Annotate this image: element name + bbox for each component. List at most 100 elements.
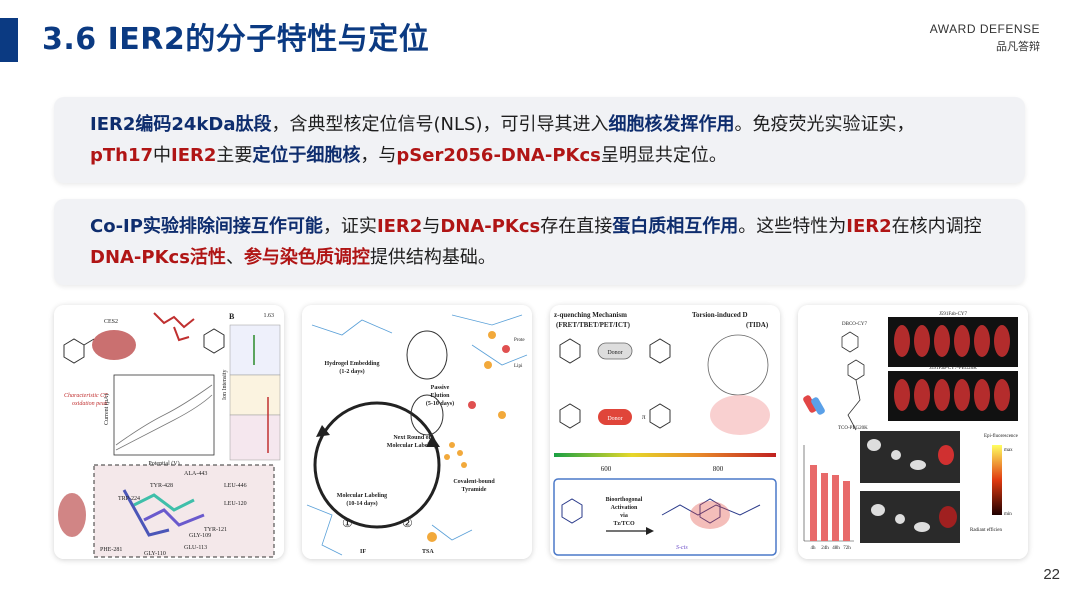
mid-label: TCO-PEG20K (838, 426, 868, 431)
text-card-2-seg: IER2 (376, 216, 423, 237)
bio-label: via (620, 513, 628, 519)
pi-label: π (642, 413, 646, 421)
bio-label: Bioorthogonal (606, 497, 643, 503)
slide-title: 3.6 IER2的分子特性与定位 (42, 22, 430, 57)
electrochem-figure: CES2 B 1.63 Characteristic CT oxidation … (54, 305, 284, 559)
brand-block: AWARD DEFENSE 品凡答辩 (930, 20, 1040, 56)
step-label: Hydrogel Embedding (324, 361, 379, 367)
text-card-2-seg: ，证实 (322, 216, 377, 237)
imaging-figure: DBCO-CY7 TCO-PEG20K J591Fab-CY7 (798, 305, 1028, 559)
residue-label: TYR-428 (150, 483, 173, 489)
marker-label: Lipi (514, 364, 523, 369)
text-card-2-seg: 、 (225, 247, 244, 268)
text-card-2-seg: 。这些特性为 (738, 216, 847, 237)
text-card-2-seg: DNA-PKcs活性 (90, 247, 226, 268)
text-card-1-seg: 定位于细胞核 (252, 145, 361, 166)
text-card-2-seg: 存在直接 (540, 216, 613, 237)
row-label: J591Fab-CY7 (939, 312, 968, 317)
time-tick: 48h (832, 546, 840, 551)
text-card-2-seg: 提供结构基础。 (369, 247, 496, 268)
residue-label: PHE-281 (100, 547, 122, 553)
min-label: min (1004, 512, 1012, 517)
residue-label: GLY-110 (144, 551, 166, 557)
step-label: Elution (430, 393, 450, 399)
residue-label: ALA-443 (184, 471, 207, 477)
text-card-1-seg: 。免疫荧光实验证实， (734, 114, 915, 135)
text-card-2-seg: 与 (422, 216, 441, 237)
panel-b-label: B (229, 312, 235, 321)
step-label: Molecular Labeling (387, 443, 437, 449)
brand-english: AWARD DEFENSE (929, 22, 1040, 36)
text-card-1-seg: IER2编码24kDa肽段 (90, 114, 272, 135)
step-label: (1-2 days) (339, 368, 364, 375)
mechanism-subtitle-right: (TIDA) (746, 321, 769, 329)
step-label: (10-14 days) (346, 500, 377, 507)
peak-label-1: Characteristic CT (64, 393, 108, 399)
text-card-2-seg: DNA-PKcs (440, 216, 541, 237)
peak-label-2: oxidation peak (72, 401, 108, 407)
mechanism-title-right: Torsion-induced D (692, 311, 748, 319)
time-tick: 4h (811, 546, 817, 551)
residue-label: TYR-121 (204, 527, 227, 533)
text-card-2-seg: 在核内调控 (891, 216, 982, 237)
residue-label: GLY-109 (189, 533, 211, 539)
residue-label: GLU-113 (184, 545, 207, 551)
spectrum-tick: 800 (713, 465, 724, 473)
text-card-2-seg: 参与染色质调控 (243, 247, 370, 268)
text-card-2: Co-IP实验排除间接互作可能，证实IER2与DNA-PKcs存在直接蛋白质相互… (54, 199, 1025, 285)
text-card-1-seg: pSer2056-DNA-PKcs (396, 145, 601, 166)
text-card-1-seg: 呈明显共定位。 (600, 145, 727, 166)
step-label: Next Round of (393, 435, 431, 441)
figure-panel-workflow: Hydrogel Embedding (1-2 days) Passive El… (302, 305, 532, 559)
top-label: DBCO-CY7 (842, 322, 868, 327)
marker-label: IF (360, 549, 366, 555)
donor-label: Donor (607, 350, 622, 356)
text-card-2-seg: Co-IP实验排除间接互作可能 (90, 216, 323, 237)
radiant-label: Radiant efficien (970, 528, 1002, 533)
time-tick: 24h (821, 546, 829, 551)
current-axis-label: Current (μA) (103, 394, 110, 425)
figure-panel-electrochem: CES2 B 1.63 Characteristic CT oxidation … (54, 305, 284, 559)
text-card-2-seg: 蛋白质相互作用 (612, 216, 739, 237)
text-card-1-seg: 细胞核发挥作用 (608, 114, 735, 135)
spectrum-tick: 600 (601, 465, 612, 473)
epi-label: Epi-fluorescence (984, 434, 1019, 439)
residue-label: LEU-446 (224, 483, 247, 489)
step-label: Passive (431, 385, 450, 391)
bio-label: Tz/TCO (613, 521, 635, 527)
bio-label: Activation (611, 505, 638, 511)
text-card-1-seg: IER2 (171, 145, 217, 166)
time-tick: 72h (843, 546, 851, 551)
residue-label: LEU-120 (224, 501, 247, 507)
text-card-2-seg: IER2 (846, 216, 892, 237)
step-label: Tyramide (462, 487, 487, 493)
ion-axis-label: Ion Intensity (222, 370, 228, 401)
mechanism-figure: z-quenching Mechanism (FRET/TBET/PET/ICT… (550, 305, 780, 559)
text-card-1: IER2编码24kDa肽段，含典型核定位信号(NLS)，可引导其进入细胞核发挥作… (54, 97, 1025, 183)
ces2-label: CES2 (104, 319, 118, 325)
marker-label: ① (342, 516, 353, 530)
step-label: Molecular Labeling (337, 493, 387, 499)
marker-label: Prote (514, 338, 525, 343)
brand-chinese: 品凡答辩 (996, 40, 1040, 53)
text-card-1-seg: 中 (153, 145, 172, 166)
potential-axis-label: Potential (V) (148, 460, 179, 467)
text-card-1-seg: ，与 (360, 145, 397, 166)
text-card-1-seg: ，含典型核定位信号(NLS)，可引导其进入 (271, 114, 609, 135)
value-label: 1.63 (264, 313, 275, 319)
workflow-figure: Hydrogel Embedding (1-2 days) Passive El… (302, 305, 532, 559)
figure-panel-mechanism: z-quenching Mechanism (FRET/TBET/PET/ICT… (550, 305, 780, 559)
figure-panel-imaging: DBCO-CY7 TCO-PEG20K J591Fab-CY7 (798, 305, 1028, 559)
row-label: J591Fab-CY7-PEG20K (929, 366, 977, 371)
marker-label: TSA (422, 549, 434, 555)
text-card-1-seg: 主要 (216, 145, 253, 166)
scis-label: S-cis (676, 545, 688, 551)
marker-label: ② (402, 516, 413, 530)
max-label: max (1004, 448, 1013, 453)
step-label: Covalent-bound (453, 479, 495, 485)
mechanism-subtitle-left: (FRET/TBET/PET/ICT) (556, 321, 631, 329)
donor-label: Donor (607, 416, 622, 422)
text-card-1-seg: pTh17 (90, 145, 154, 166)
mechanism-title-left: z-quenching Mechanism (554, 311, 627, 319)
residue-label: TRP-224 (118, 496, 140, 502)
